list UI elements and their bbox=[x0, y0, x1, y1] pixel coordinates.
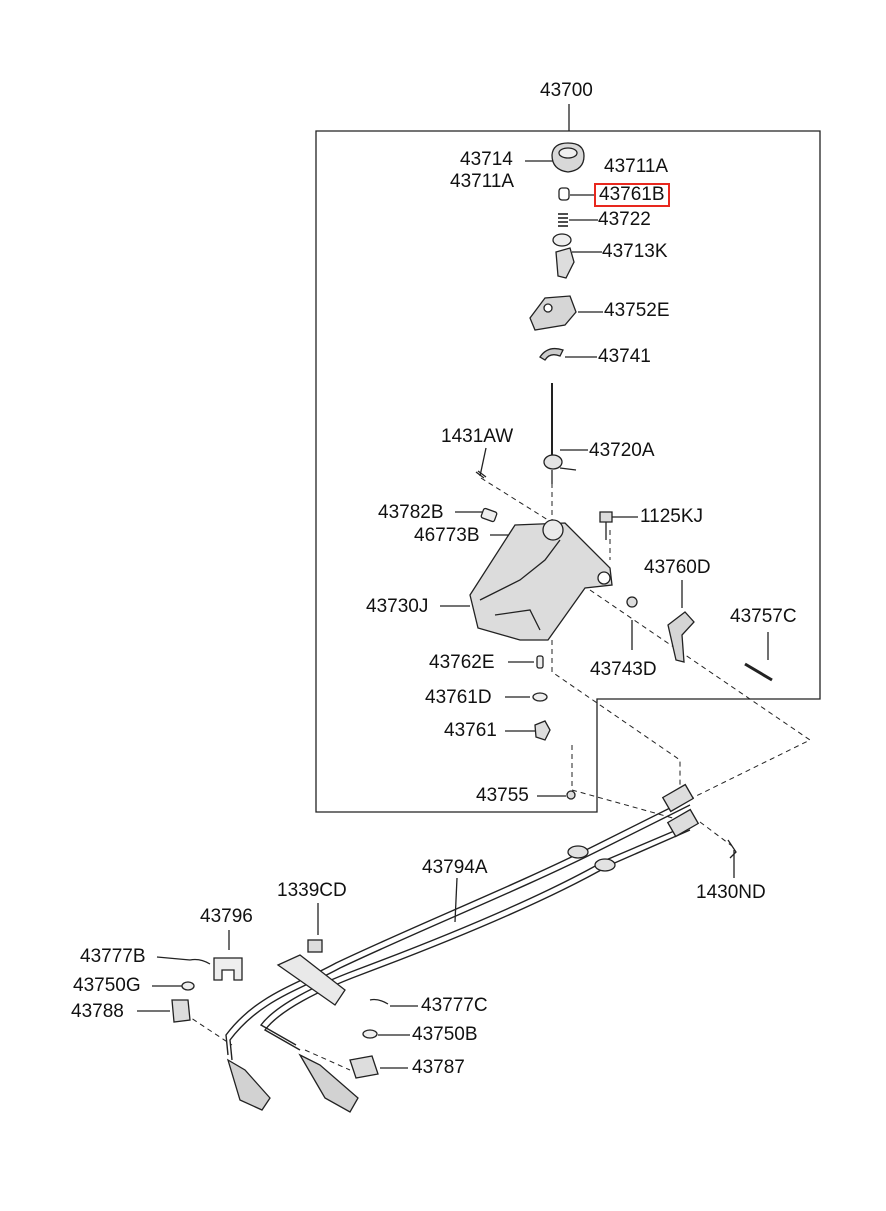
cable-end-left bbox=[226, 1058, 271, 1111]
bracket-43752e bbox=[529, 295, 577, 331]
boot-retainer bbox=[552, 233, 572, 247]
washer-43750b bbox=[362, 1029, 378, 1039]
label-43777c: 43777C bbox=[421, 995, 488, 1016]
label-43730j: 43730J bbox=[366, 596, 429, 617]
label-43761: 43761 bbox=[444, 720, 497, 741]
shifter-housing bbox=[469, 522, 613, 641]
label-43761b-highlighted: 43761B bbox=[594, 183, 670, 207]
nut-43743d bbox=[626, 596, 638, 608]
pin-43761b bbox=[558, 187, 570, 201]
bushing-43788 bbox=[171, 999, 191, 1023]
label-1125kj: 1125KJ bbox=[640, 506, 704, 527]
label-43743d: 43743D bbox=[590, 659, 657, 680]
label-43711a-left: 43711A bbox=[450, 171, 515, 192]
grommet-plate bbox=[276, 954, 346, 1006]
label-1339cd: 1339CD bbox=[277, 880, 347, 901]
spring-43722 bbox=[558, 213, 568, 227]
clip-43796 bbox=[213, 957, 243, 981]
label-43722: 43722 bbox=[598, 209, 651, 230]
bolt-1125kj bbox=[599, 511, 613, 540]
assembly-frame bbox=[315, 130, 821, 813]
label-43711a-right: 43711A bbox=[604, 156, 669, 177]
label-43700: 43700 bbox=[540, 80, 593, 101]
label-43713k: 43713K bbox=[602, 241, 668, 262]
label-43757c: 43757C bbox=[730, 606, 797, 627]
pin-43777c bbox=[369, 998, 389, 1005]
label-43788: 43788 bbox=[71, 1001, 124, 1022]
cable-end-right bbox=[298, 1053, 359, 1113]
label-43750g: 43750G bbox=[73, 975, 141, 996]
label-43782b: 43782B bbox=[378, 502, 444, 523]
label-43752e: 43752E bbox=[604, 300, 670, 321]
label-1430nd: 1430ND bbox=[696, 882, 766, 903]
shift-cables bbox=[225, 799, 691, 1061]
label-43714: 43714 bbox=[460, 149, 513, 170]
label-43720a: 43720A bbox=[589, 440, 655, 461]
label-1431aw: 1431AW bbox=[441, 426, 514, 447]
label-43787: 43787 bbox=[412, 1057, 465, 1078]
label-43760d: 43760D bbox=[644, 557, 711, 578]
pin-1431aw bbox=[475, 470, 487, 479]
label-43762e: 43762E bbox=[429, 652, 495, 673]
label-43794a: 43794A bbox=[422, 857, 488, 878]
bushing-43782b bbox=[480, 507, 498, 523]
lever-43760d bbox=[667, 611, 695, 663]
pin-43777b bbox=[189, 958, 211, 965]
label-43755: 43755 bbox=[476, 785, 529, 806]
label-43777b: 43777B bbox=[80, 946, 146, 967]
label-43796: 43796 bbox=[200, 906, 253, 927]
bushing-43761 bbox=[534, 720, 551, 741]
washer-43761d bbox=[532, 692, 548, 702]
clip-43741 bbox=[539, 347, 564, 361]
bolt-43757c bbox=[744, 662, 773, 682]
label-43750b: 43750B bbox=[412, 1024, 478, 1045]
washer-43750g bbox=[181, 981, 195, 991]
clip-43755 bbox=[566, 790, 576, 800]
label-43741: 43741 bbox=[598, 346, 651, 367]
label-43761d: 43761D bbox=[425, 687, 492, 708]
pin-1430nd bbox=[727, 839, 737, 859]
label-46773b: 46773B bbox=[414, 525, 480, 546]
pin-43762e bbox=[536, 655, 544, 669]
bushing-43787 bbox=[349, 1055, 379, 1079]
